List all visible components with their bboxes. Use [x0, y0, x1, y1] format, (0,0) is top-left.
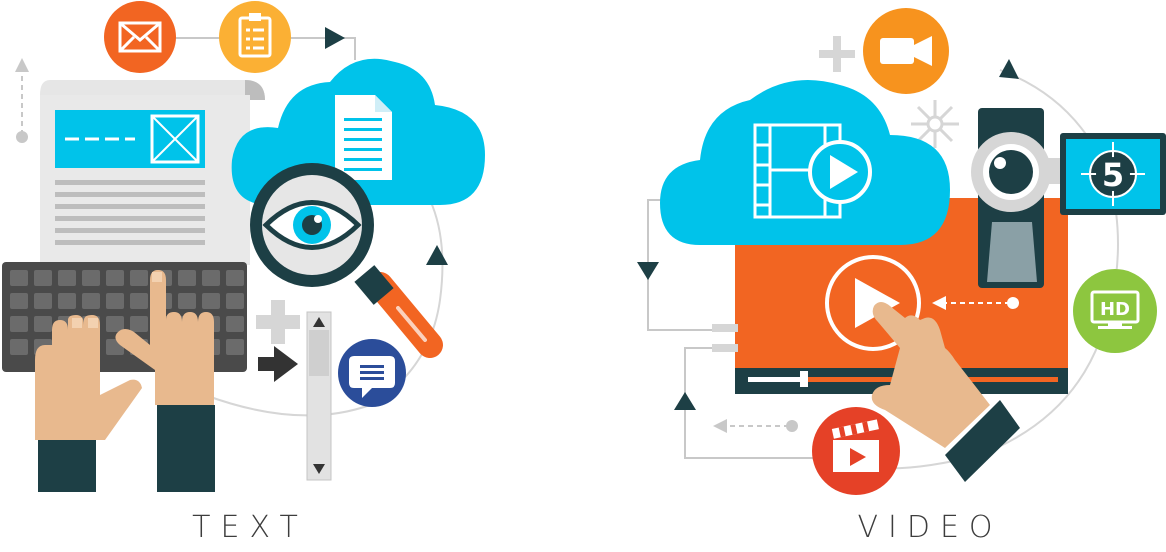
film-play-icon [660, 80, 950, 245]
keyboard-key [10, 293, 28, 309]
arrow-right-icon [325, 27, 345, 49]
keyboard-key [82, 270, 100, 286]
scrollbar-icon [306, 311, 332, 481]
keyboard-key [178, 270, 196, 286]
keyboard-key [58, 270, 76, 286]
keyboard-key [130, 270, 148, 286]
keyboard-key [106, 316, 124, 332]
keyboard-key [226, 270, 244, 286]
keyboard-key [130, 293, 148, 309]
keyboard-key [106, 270, 124, 286]
newspaper-icon [40, 80, 265, 265]
keyboard-key [178, 293, 196, 309]
keyboard-key [202, 293, 220, 309]
webcam-icon [971, 108, 1062, 288]
right-hand [115, 270, 215, 492]
arrow-right-dark-icon [258, 346, 298, 382]
sparkle-icon [911, 100, 959, 148]
keyboard-key [10, 339, 28, 355]
pointing-hand [871, 302, 1020, 482]
hd-label: HD [1100, 299, 1130, 320]
video-panel: 5 HD [637, 8, 1166, 495]
video-caption: VIDEO [857, 510, 1003, 545]
countdown-icon: 5 [1060, 133, 1166, 215]
keyboard-key [106, 293, 124, 309]
chat-icon [338, 339, 406, 407]
arrow-up-video-icon [999, 59, 1019, 79]
hd-icon: HD [1073, 269, 1157, 353]
keyboard-key [58, 293, 76, 309]
plus-video-icon [819, 36, 855, 72]
keyboard-key [130, 316, 148, 332]
keyboard-key [226, 339, 244, 355]
keyboard-key [34, 293, 52, 309]
left-hand [35, 315, 142, 492]
arrow-up-left-icon [674, 392, 696, 410]
keyboard-key [10, 316, 28, 332]
text-panel [2, 1, 485, 492]
keyboard-key [226, 316, 244, 332]
keyboard-key [34, 316, 52, 332]
keyboard-key [226, 293, 244, 309]
video-camera-icon [863, 8, 949, 94]
keyboard-key [202, 270, 220, 286]
keyboard-key [34, 270, 52, 286]
mail-icon [104, 1, 176, 73]
eye-icon [262, 200, 362, 250]
text-caption: TEXT [192, 510, 308, 545]
clapperboard-icon [812, 407, 900, 495]
clipboard-icon [219, 1, 291, 73]
keyboard-key [10, 270, 28, 286]
countdown-label: 5 [1102, 156, 1124, 194]
arrow-up-small-icon [426, 245, 448, 265]
arrow-up-icon [15, 58, 29, 72]
plus-icon [256, 300, 300, 344]
arrow-down-video-icon [637, 262, 659, 280]
keyboard-key [82, 293, 100, 309]
